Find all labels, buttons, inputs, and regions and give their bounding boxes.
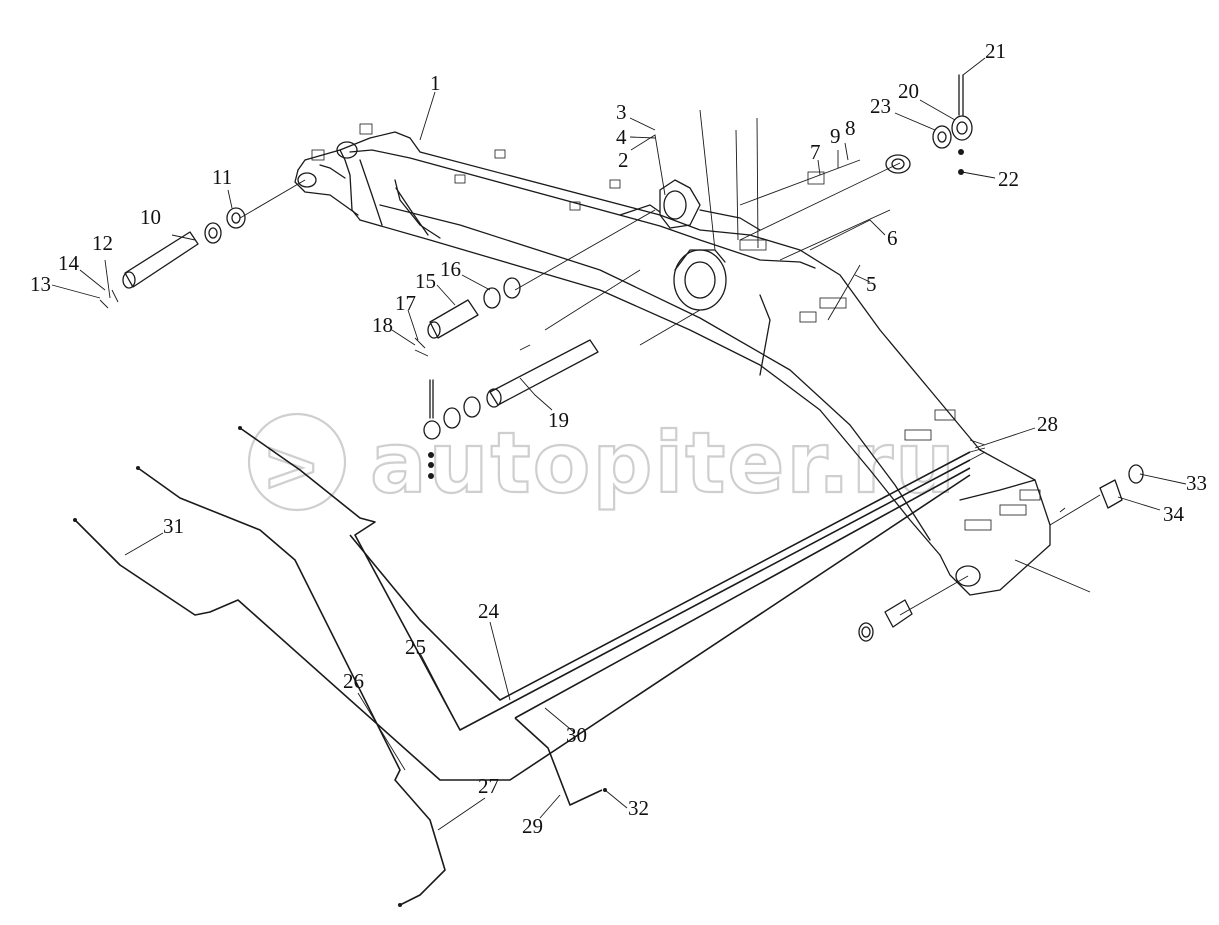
callout-29: 29 <box>522 814 543 838</box>
callout-24: 24 <box>478 599 500 623</box>
callout-26: 26 <box>343 669 364 693</box>
callout-8: 8 <box>845 116 856 140</box>
callout-1: 1 <box>430 71 441 95</box>
callout-14: 14 <box>58 251 80 275</box>
callout-20: 20 <box>898 79 919 103</box>
callout-5: 5 <box>866 272 877 296</box>
callout-27: 27 <box>478 774 499 798</box>
callout-9: 9 <box>830 124 841 148</box>
callout-33: 33 <box>1186 471 1207 495</box>
callout-11: 11 <box>212 165 232 189</box>
callout-6: 6 <box>887 226 898 250</box>
callout-2: 2 <box>618 148 629 172</box>
leader-lines <box>51 57 1187 831</box>
pin-assembly-left <box>99 179 306 309</box>
pin-assembly-right-bottom <box>858 464 1144 642</box>
watermark: > autopiter.ru <box>247 412 957 513</box>
pin-assembly-middle <box>414 209 656 357</box>
callout-7: 7 <box>810 140 821 164</box>
boom-body <box>294 123 1051 596</box>
pin-assembly-19 <box>423 269 701 479</box>
watermark-logo-circle <box>247 412 347 512</box>
callout-15: 15 <box>415 269 436 293</box>
callout-10: 10 <box>140 205 161 229</box>
callout-16: 16 <box>440 257 461 281</box>
callout-12: 12 <box>92 231 113 255</box>
callout-34: 34 <box>1163 502 1185 526</box>
callout-31: 31 <box>163 514 184 538</box>
callout-28: 28 <box>1037 412 1058 436</box>
callout-19: 19 <box>548 408 569 432</box>
callout-numbers: 1 2 3 4 5 6 7 8 9 10 11 12 13 14 15 16 1… <box>30 39 1207 838</box>
pin-assembly-right-top <box>699 74 973 321</box>
callout-4: 4 <box>616 125 627 149</box>
watermark-text: autopiter.ru <box>370 414 957 512</box>
callout-32: 32 <box>628 796 649 820</box>
callout-23: 23 <box>870 94 891 118</box>
callout-22: 22 <box>998 167 1019 191</box>
callout-30: 30 <box>566 723 587 747</box>
callout-17: 17 <box>395 291 416 315</box>
callout-21: 21 <box>985 39 1006 63</box>
callout-13: 13 <box>30 272 51 296</box>
callout-18: 18 <box>372 313 393 337</box>
watermark-logo-glyph: > <box>262 425 323 507</box>
callout-25: 25 <box>405 635 426 659</box>
callout-3: 3 <box>616 100 627 124</box>
